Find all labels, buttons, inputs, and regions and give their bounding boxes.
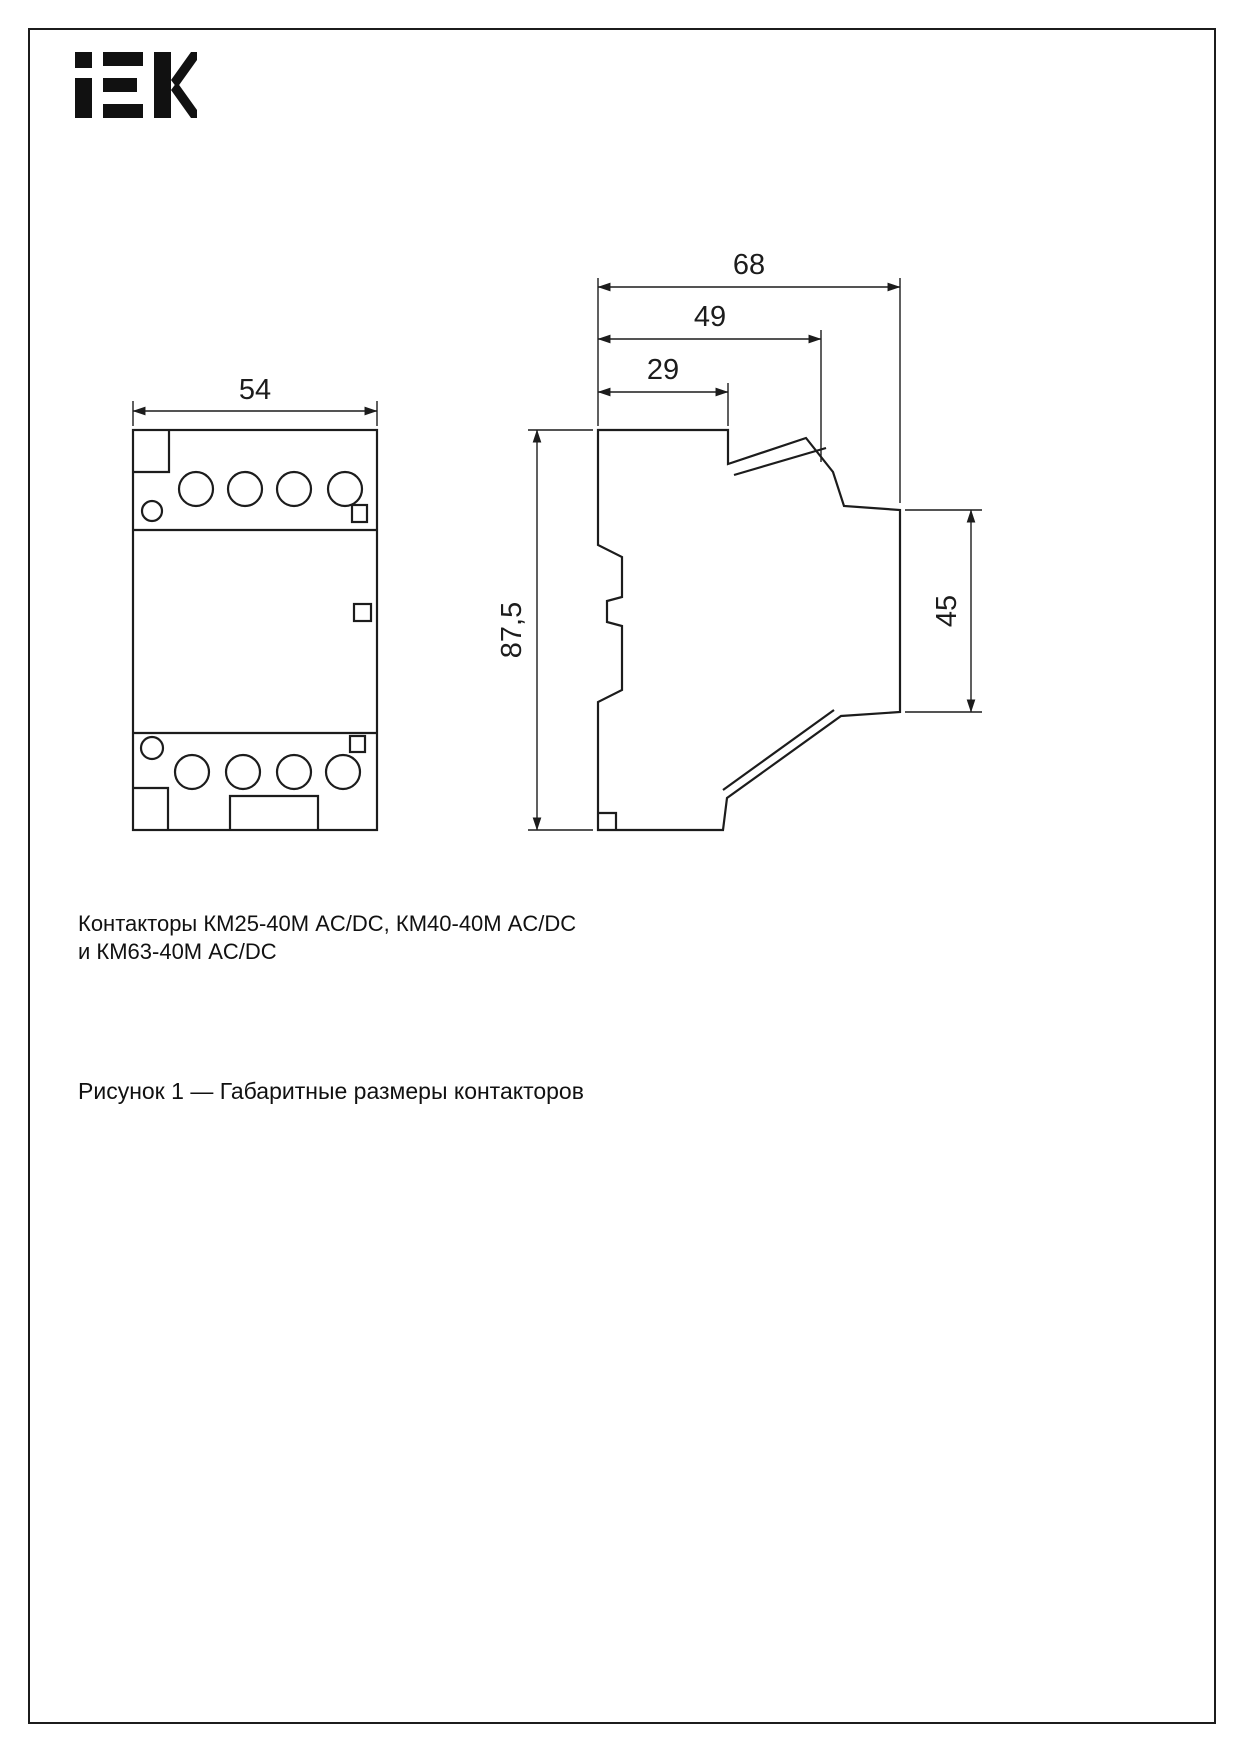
front-view-drawing: 54 [131, 374, 379, 832]
figure-caption: Рисунок 1 — Габаритные размеры контактор… [78, 1078, 584, 1104]
page-border [28, 28, 1216, 1724]
product-caption-line1: Контакторы КМ25-40М AC/DC, КМ40-40М AC/D… [78, 911, 577, 936]
dim-total-depth-label: 68 [733, 249, 765, 281]
dim-front-width: 54 [132, 374, 378, 426]
product-caption-line2: и КМ63-40М AC/DC [78, 939, 277, 964]
dim-height: 87,5 [496, 429, 593, 831]
dim-top-depth-label: 29 [647, 354, 679, 386]
product-caption: Контакторы КМ25-40М AC/DC, КМ40-40М AC/D… [78, 910, 576, 966]
dim-front-width-label: 54 [239, 374, 271, 406]
side-view-drawing: 68 49 29 87,5 [496, 249, 982, 832]
dim-height-label: 87,5 [496, 602, 528, 658]
dim-mid-depth-label: 49 [694, 301, 726, 333]
dim-front-face-height: 45 [905, 509, 982, 713]
dim-front-face-height-label: 45 [931, 595, 963, 627]
dim-total-depth: 68 [597, 249, 901, 503]
dim-mid-depth: 49 [597, 301, 822, 462]
iek-logo [75, 52, 197, 118]
dim-top-depth: 29 [597, 354, 729, 426]
